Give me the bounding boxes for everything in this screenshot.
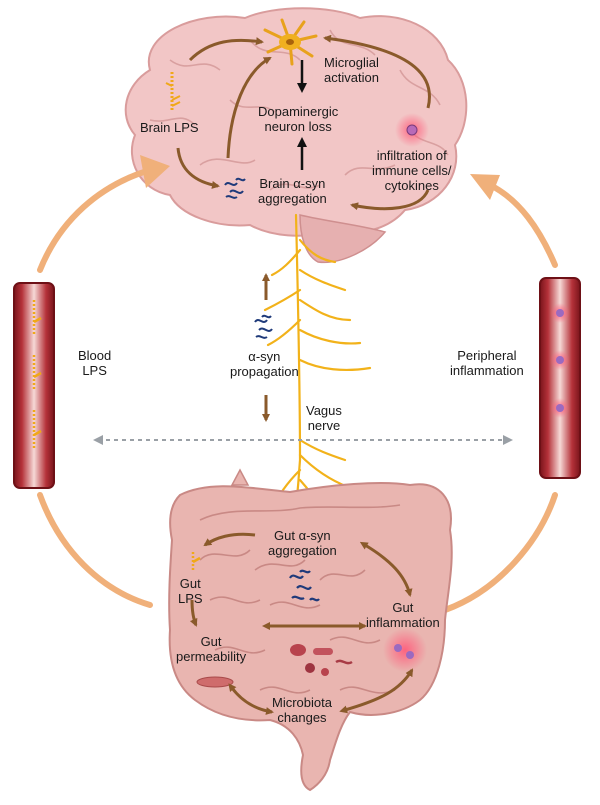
cycle-arrow-left-top (37, 167, 153, 273)
gut-arrows (189, 532, 414, 715)
label-blood-lps: Blood LPS (78, 348, 112, 378)
arrow-microbiota-inflammation (339, 668, 414, 714)
label-peripheral-inflammation: Peripheral inflammation (450, 348, 524, 378)
arrow-infiltration-to-microglia (323, 34, 431, 109)
cycle-arrow-right-bottom (442, 492, 558, 613)
gut-coils (199, 504, 401, 694)
permeability-cell-icon (196, 676, 234, 688)
gut-inflammation-glow (383, 628, 427, 672)
cycle-arrow-right-top (487, 182, 558, 268)
brain-lps-icon (165, 72, 181, 112)
label-brain-asyn-aggregation: Brain α-syn aggregation (258, 176, 327, 206)
cycle-arrowhead-left (140, 155, 170, 188)
arrow-asyn-to-microglia (226, 56, 272, 159)
cycle-arrowhead-right (470, 174, 500, 200)
label-dopaminergic-loss: Dopaminergic neuron loss (258, 104, 339, 134)
arrow-infiltration-to-asyn (350, 189, 430, 211)
arrow-gutasyn-inflammation (359, 541, 413, 597)
gut-asyn-icon (289, 569, 320, 602)
arrow-lps-to-microglia (188, 37, 264, 62)
label-microglial-activation: Microglial activation (324, 55, 379, 85)
immune-cell-icon (406, 651, 414, 659)
cycle-arrows (37, 167, 558, 613)
label-vagus-nerve: Vagus nerve (306, 403, 342, 433)
gut (168, 468, 453, 792)
gut-lps-icon (191, 552, 201, 572)
label-gut-lps: Gut LPS (178, 576, 203, 606)
brain-gyri (149, 29, 449, 191)
brain-asyn-icon (224, 177, 246, 199)
brain-arrows (176, 34, 431, 211)
blood-lps-icon (32, 300, 42, 448)
label-gut-permeability: Gut permeability (176, 634, 247, 664)
label-infiltration: infiltration of immune cells/ cytokines (372, 148, 452, 193)
blood-vessel-left (13, 282, 55, 489)
label-gut-asyn-aggregation: Gut α-syn aggregation (268, 528, 337, 558)
immune-cell-icon (406, 124, 418, 136)
label-gut-inflammation: Gut inflammation (366, 600, 440, 630)
arrow-lps-to-asyn (176, 147, 220, 189)
blood-vessel-right (539, 277, 581, 479)
label-microbiota-changes: Microbiota changes (272, 695, 332, 725)
appendix (230, 468, 250, 486)
microglia-icon (263, 18, 318, 66)
arrow-gutasyn-to-lps (203, 532, 256, 547)
label-asyn-propagation: α-syn propagation (230, 349, 299, 379)
microbiota-icon (290, 644, 353, 676)
arrow-lps-to-permeability (189, 599, 198, 627)
immune-cell-icon (394, 644, 402, 652)
brain (124, 7, 468, 264)
cycle-arrow-left-bottom (37, 492, 153, 608)
arrow-permeability-microbiota (228, 683, 274, 715)
propagation-asyn-icon (254, 314, 273, 339)
label-brain-lps: Brain LPS (140, 120, 199, 135)
